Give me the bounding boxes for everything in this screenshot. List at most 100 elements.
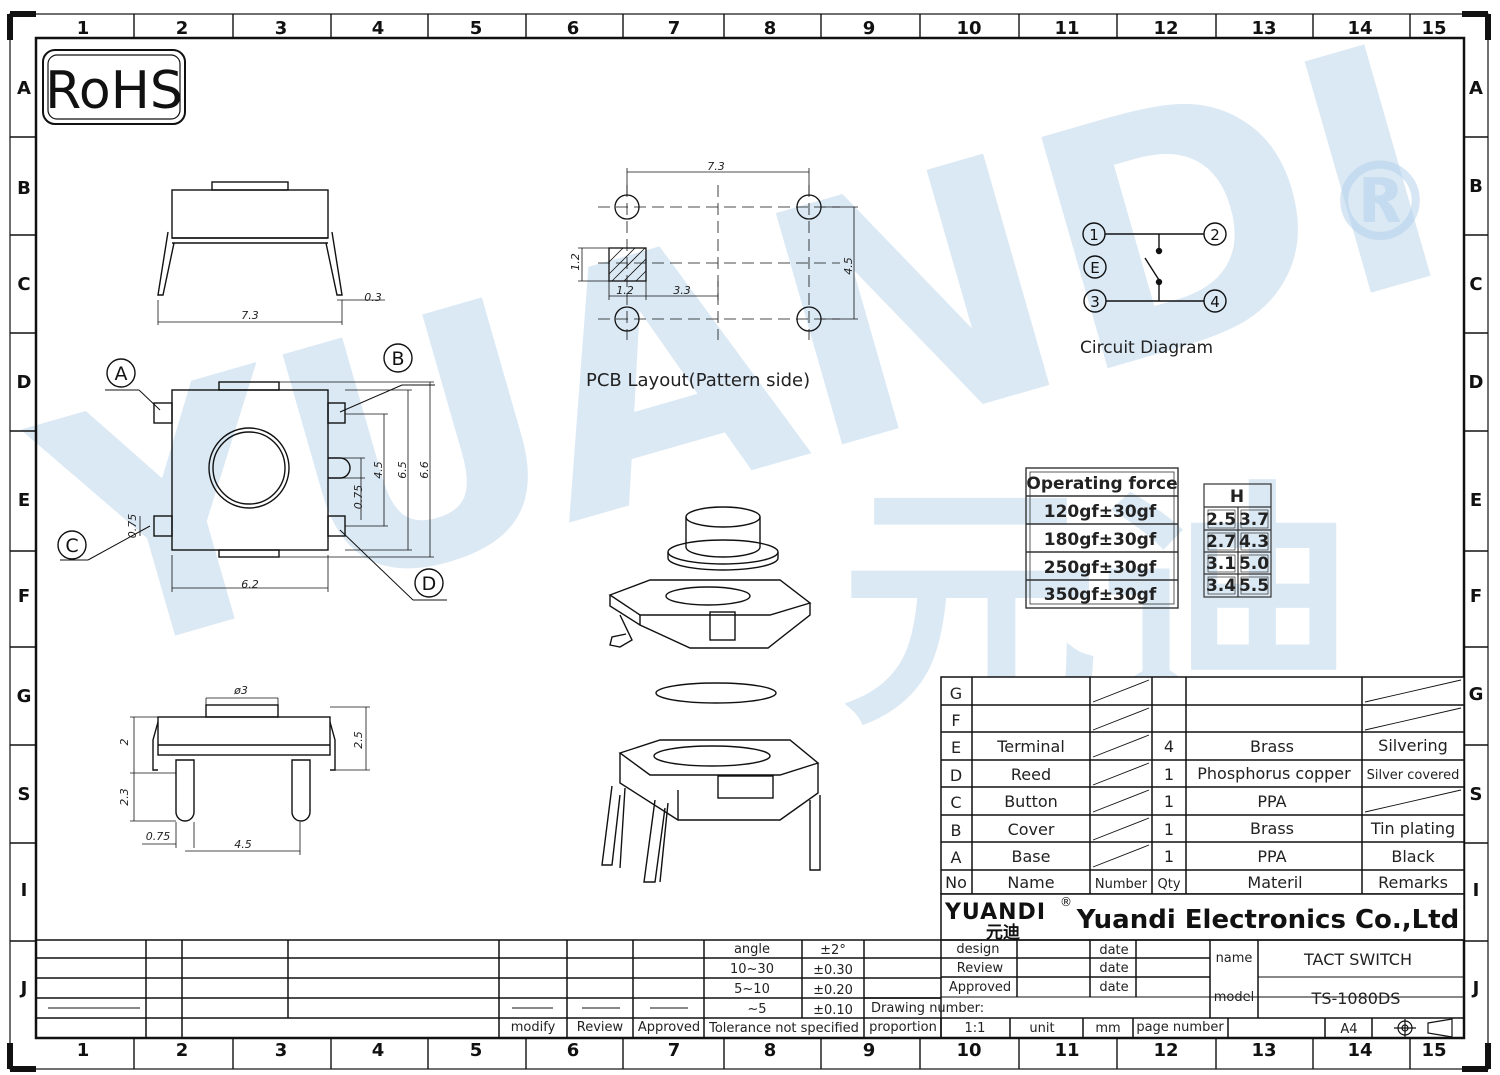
bom-row: B Cover 1 Brass Tin plating <box>951 819 1456 840</box>
front-view <box>130 697 370 855</box>
col-label: 11 <box>1054 1040 1079 1061</box>
bom-header-row: No Name Number Qty Materil Remarks <box>945 873 1448 892</box>
tolerance-footer: Tolerance not specified <box>708 1021 859 1036</box>
col-label: 9 <box>863 1040 876 1061</box>
sheet-size: A4 <box>1340 1022 1357 1037</box>
bom-no: A <box>951 848 962 867</box>
circuit-pin-e: E <box>1090 259 1099 277</box>
bom-row: E Terminal 4 Brass Silvering <box>951 736 1448 757</box>
bom-header-qty: Qty <box>1157 877 1180 892</box>
circuit-title: Circuit Diagram <box>1080 338 1213 358</box>
h-cell: 3.7 <box>1239 510 1269 530</box>
col-label: 15 <box>1421 18 1446 39</box>
part-name: TACT SWITCH <box>1303 950 1412 969</box>
dim-side-width: 7.3 <box>241 309 259 322</box>
circuit-pin-4: 4 <box>1210 293 1220 311</box>
operating-force-value: 120gf±30gf <box>1044 502 1157 522</box>
dim-pcb-12-horiz: 1.2 <box>616 284 634 297</box>
callout-d: D <box>422 573 437 595</box>
title-info: name TACT SWITCH model TS-1080DS A4 <box>1214 950 1453 1038</box>
col-label: 8 <box>764 1040 777 1061</box>
bom-material: Brass <box>1250 737 1294 756</box>
name-label: name <box>1216 951 1253 966</box>
tolerance-range: angle <box>734 942 770 957</box>
h-cell: 3.1 <box>1206 554 1236 574</box>
operating-force-header: Operating force <box>1026 474 1177 494</box>
row-label: D <box>17 372 32 393</box>
bom-material: Phosphorus copper <box>1197 764 1351 783</box>
dim-top-075-left: 0.75 <box>126 514 139 539</box>
col-label: 7 <box>668 18 681 39</box>
col-label: 12 <box>1153 18 1178 39</box>
bom-table <box>940 676 1465 895</box>
pcb-layout <box>578 168 858 340</box>
signoff-approved: Approved <box>949 980 1011 995</box>
row-label: B <box>17 178 31 199</box>
tolerance-value: ±0.10 <box>813 1003 853 1018</box>
bom-row: D Reed 1 Phosphorus copper Silver covere… <box>950 764 1460 785</box>
bom-qty: 1 <box>1164 765 1174 784</box>
dim-top-075-right: 0.75 <box>352 485 365 510</box>
col-label: 10 <box>956 1040 981 1061</box>
bom-remarks: Silvering <box>1378 736 1448 755</box>
col-label: 3 <box>275 1040 288 1061</box>
scale-value: 1:1 <box>965 1021 986 1036</box>
bom-remarks: Black <box>1391 847 1435 866</box>
dim-front-23: 2.3 <box>118 788 131 806</box>
dim-pcb-33: 3.3 <box>673 284 691 297</box>
row-label: F <box>1470 586 1482 607</box>
bom-qty: 1 <box>1164 820 1174 839</box>
circuit-pin-1: 1 <box>1089 226 1099 244</box>
col-label: 10 <box>956 18 981 39</box>
bom-row: G <box>950 684 962 703</box>
h-cell: 2.5 <box>1206 510 1236 530</box>
grid-rows: A B C D E F G S I J A B C D E F G S I J <box>17 78 1484 999</box>
bom-name: Reed <box>1011 765 1051 784</box>
operating-force-table <box>1025 467 1179 609</box>
circuit-pin-3: 3 <box>1090 293 1100 311</box>
grid-columns: 1 2 3 4 5 6 7 8 9 10 11 12 13 14 15 1 2 … <box>77 18 1447 1061</box>
bom-no: D <box>950 766 962 785</box>
row-label: B <box>1469 176 1483 197</box>
bom-no: F <box>951 711 960 730</box>
row-label: A <box>17 78 31 99</box>
col-label: 13 <box>1251 1040 1276 1061</box>
revision-modify: modify <box>511 1020 556 1035</box>
dim-front-25: 2.5 <box>352 731 365 749</box>
signoff-review: Review <box>957 961 1004 976</box>
grid-marks <box>10 14 1488 1069</box>
col-label: 2 <box>176 18 189 39</box>
h-cell: 5.0 <box>1239 554 1269 574</box>
row-label: D <box>1469 372 1484 393</box>
bom-row: F <box>951 711 960 730</box>
pcb-title: PCB Layout(Pattern side) <box>586 370 810 391</box>
bom-row: A Base 1 PPA Black <box>951 847 1436 867</box>
company-logo: YUANDI <box>944 900 1046 925</box>
h-table <box>1203 483 1272 598</box>
bom-no: E <box>951 738 961 757</box>
rohs-badge: RoHS <box>42 49 186 125</box>
h-cell: 3.4 <box>1206 576 1236 596</box>
top-view <box>57 343 447 601</box>
dim-pcb-73: 7.3 <box>707 160 725 173</box>
row-label: I <box>1473 880 1480 901</box>
model-value: TS-1080DS <box>1311 989 1401 1008</box>
col-label: 5 <box>470 1040 483 1061</box>
tolerance-value: ±2° <box>820 943 846 958</box>
col-label: 2 <box>176 1040 189 1061</box>
bom-header-number: Number <box>1095 877 1148 892</box>
bom-material: PPA <box>1257 847 1286 866</box>
col-label: 13 <box>1251 18 1276 39</box>
signoff-design: design <box>956 942 999 957</box>
tolerance-range: 5~10 <box>734 982 770 997</box>
bom-remarks: Silver covered <box>1367 768 1460 783</box>
col-label: 14 <box>1347 1040 1372 1061</box>
row-label: J <box>19 978 28 999</box>
col-label: 11 <box>1054 18 1079 39</box>
tolerance-range: ~5 <box>747 1002 766 1017</box>
inner-frame <box>34 36 1466 1040</box>
col-label: 1 <box>77 18 90 39</box>
side-view <box>157 181 385 325</box>
row-label: C <box>17 274 30 295</box>
outer-frame <box>9 13 1489 1070</box>
